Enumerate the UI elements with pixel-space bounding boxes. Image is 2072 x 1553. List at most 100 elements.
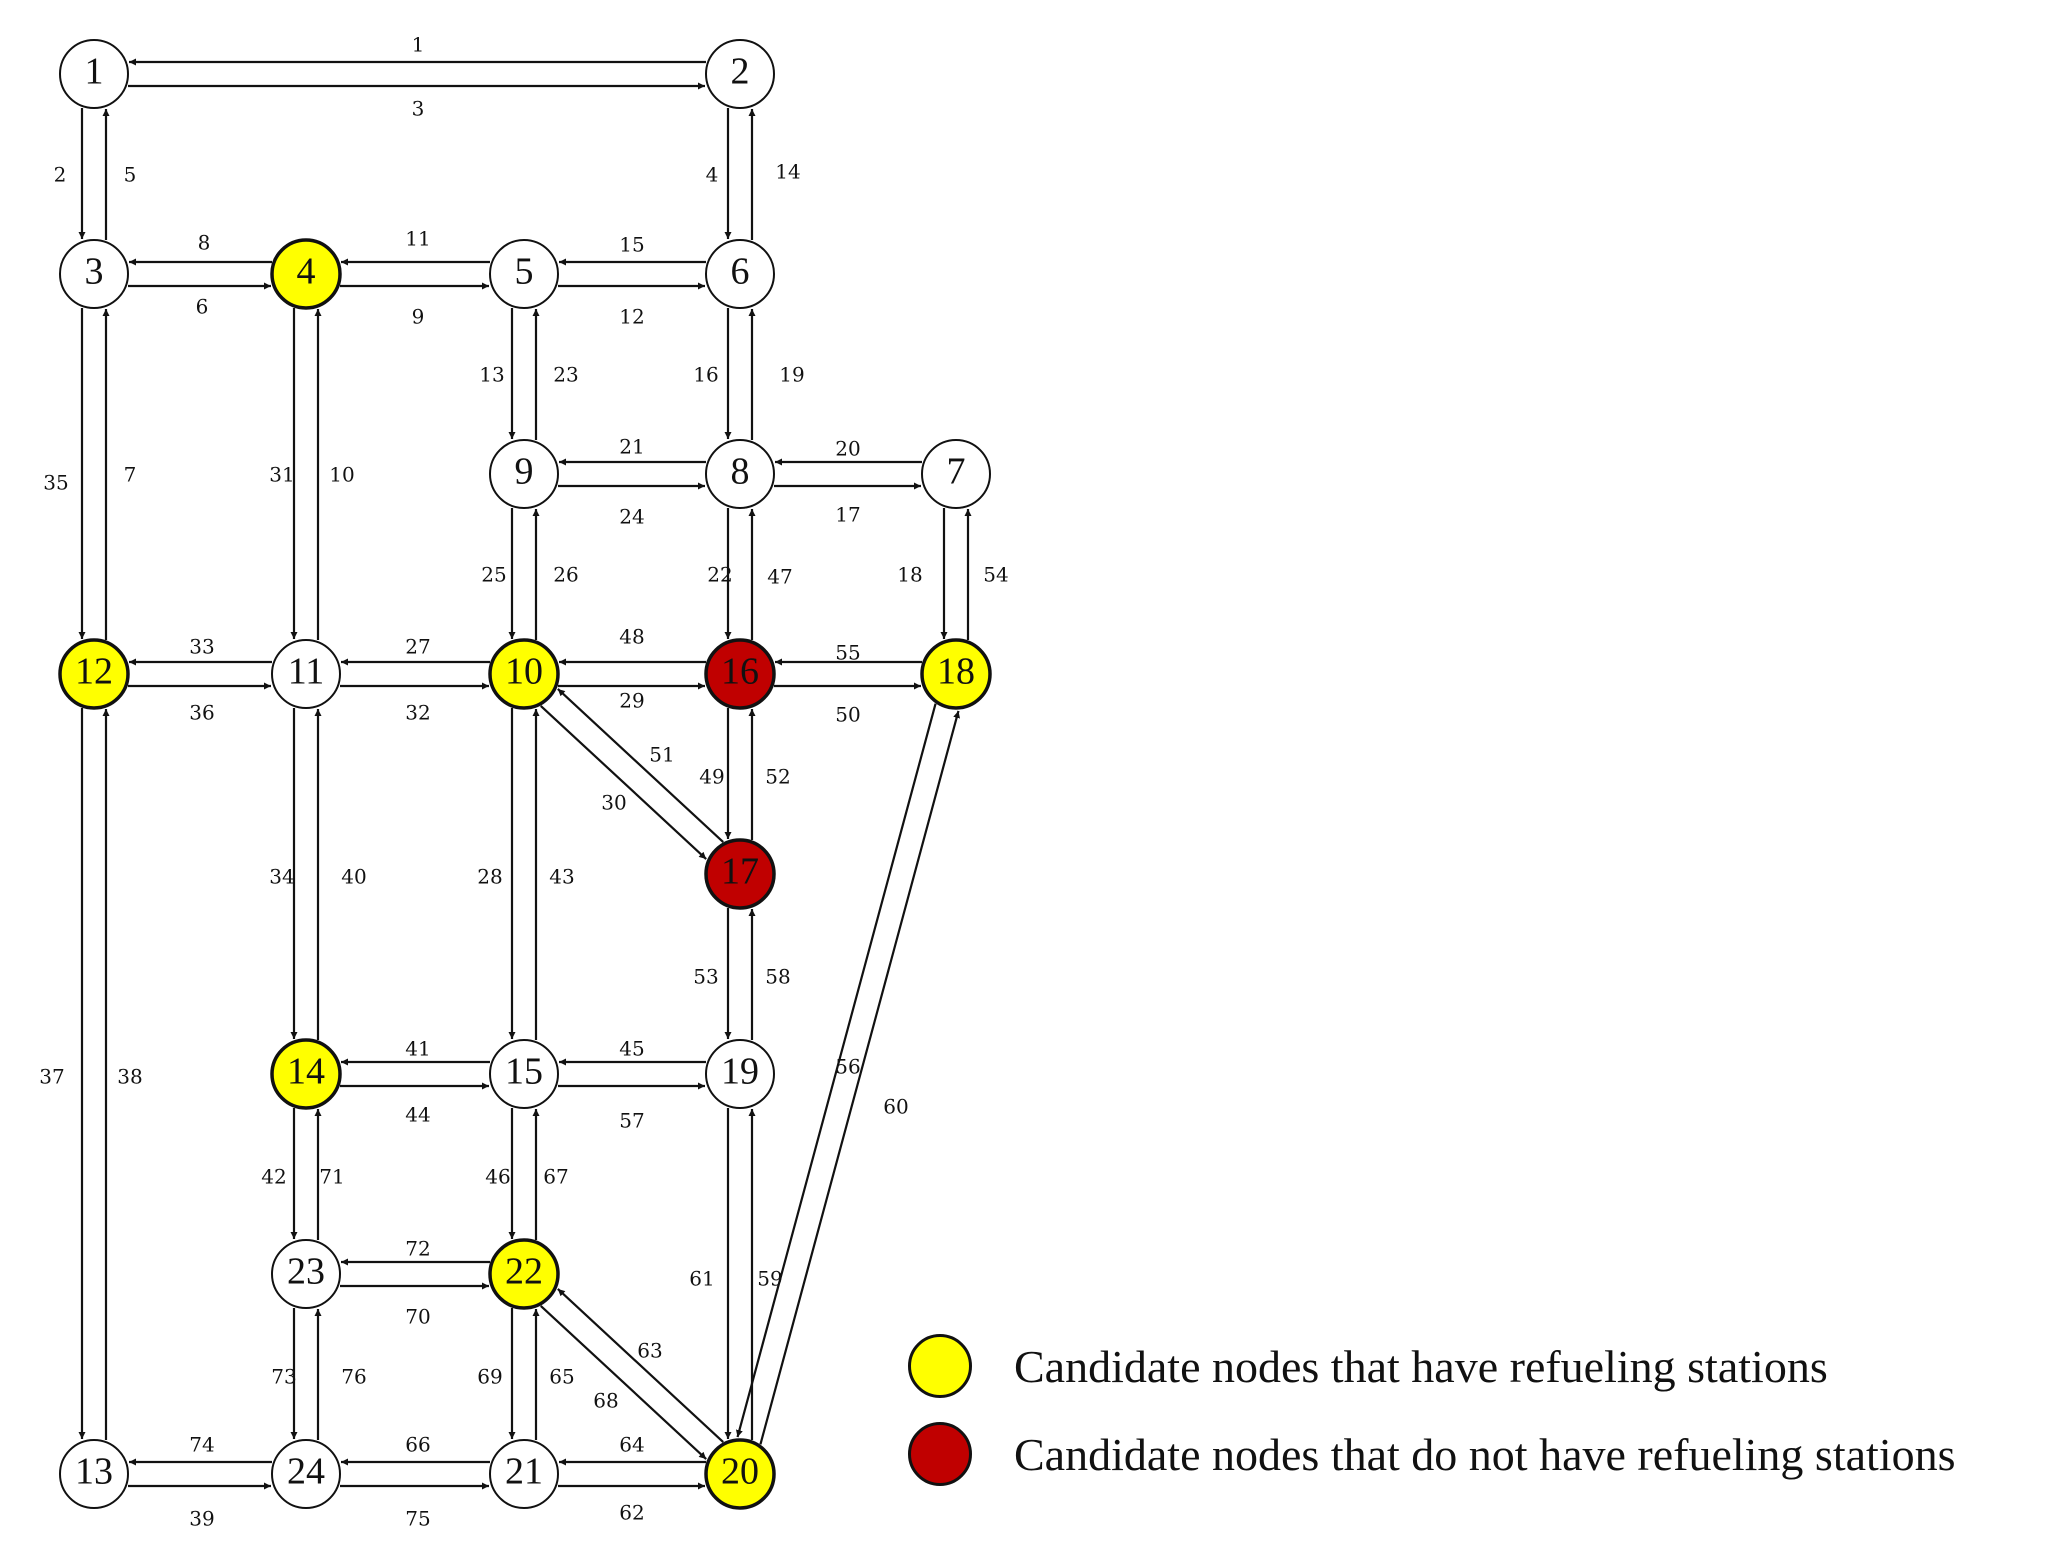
node-circle-19 <box>705 1039 775 1109</box>
edge-label-23: 23 <box>553 363 578 387</box>
edge-label-62: 62 <box>619 1501 644 1525</box>
node-13: 13 <box>59 1439 129 1509</box>
edge-label-47: 47 <box>767 565 792 589</box>
edge-label-16: 16 <box>693 363 718 387</box>
node-label-12: 12 <box>75 651 113 693</box>
edge-label-1: 1 <box>412 33 425 57</box>
edge-label-37: 37 <box>39 1065 64 1089</box>
edge-label-13: 13 <box>479 363 504 387</box>
edge-label-26: 26 <box>553 563 578 587</box>
edge-label-55: 55 <box>835 641 860 665</box>
node-10: 10 <box>488 638 560 710</box>
node-label-9: 9 <box>515 451 534 493</box>
node-label-16: 16 <box>721 651 759 693</box>
edge-label-21: 21 <box>619 435 644 459</box>
edge-label-14: 14 <box>775 160 800 184</box>
edge-label-63: 63 <box>637 1339 662 1363</box>
edge-label-56: 56 <box>835 1055 860 1079</box>
edge-label-69: 69 <box>477 1365 502 1389</box>
node-label-21: 21 <box>505 1451 543 1493</box>
node-circle-7 <box>921 439 991 509</box>
edge-label-42: 42 <box>261 1165 286 1189</box>
edge-label-11: 11 <box>405 227 430 251</box>
node-label-8: 8 <box>731 451 750 493</box>
node-label-6: 6 <box>731 251 750 293</box>
edge-label-20: 20 <box>835 437 860 461</box>
node-label-10: 10 <box>505 651 543 693</box>
node-label-24: 24 <box>287 1451 325 1493</box>
edge-label-17: 17 <box>835 503 860 527</box>
node-1: 1 <box>59 39 129 109</box>
edge-label-10: 10 <box>329 463 354 487</box>
edge-label-22: 22 <box>707 563 732 587</box>
node-label-23: 23 <box>287 1251 325 1293</box>
edge-label-34: 34 <box>269 865 294 889</box>
edge-label-43: 43 <box>549 865 574 889</box>
node-2: 2 <box>705 39 775 109</box>
edge-label-59: 59 <box>757 1267 782 1291</box>
edges-layer <box>78 58 972 1490</box>
node-circle-13 <box>59 1439 129 1509</box>
edge-label-25: 25 <box>481 563 506 587</box>
edge-label-7: 7 <box>124 463 137 487</box>
edge-label-53: 53 <box>693 965 718 989</box>
node-22: 22 <box>488 1238 560 1310</box>
edge-label-75: 75 <box>405 1507 430 1531</box>
edge-label-76: 76 <box>341 1365 366 1389</box>
edge-label-33: 33 <box>189 635 214 659</box>
node-18: 18 <box>920 638 992 710</box>
node-24: 24 <box>271 1439 341 1509</box>
node-circle-3 <box>59 239 129 309</box>
edge-label-58: 58 <box>765 965 790 989</box>
edge-label-57: 57 <box>619 1109 644 1133</box>
node-circle-11 <box>271 639 341 709</box>
node-label-17: 17 <box>721 851 759 893</box>
edge-label-48: 48 <box>619 625 644 649</box>
node-11: 11 <box>271 639 341 709</box>
edge-label-27: 27 <box>405 635 430 659</box>
edge-arrow-56 <box>735 703 937 1438</box>
edge-arrow-51 <box>557 688 724 843</box>
edge-label-2: 2 <box>54 163 67 187</box>
edge-label-12: 12 <box>619 305 644 329</box>
edge-arrow-60 <box>759 710 961 1445</box>
node-circle-12 <box>58 638 130 710</box>
node-8: 8 <box>705 439 775 509</box>
legend-item-with-station: Candidate nodes that have refueling stat… <box>908 1322 1956 1410</box>
edge-label-70: 70 <box>405 1305 430 1329</box>
legend-label: Candidate nodes that have refueling stat… <box>1014 1340 1828 1392</box>
node-circle-14 <box>270 1038 342 1110</box>
edge-label-64: 64 <box>619 1433 644 1457</box>
edge-label-68: 68 <box>593 1389 618 1413</box>
node-21: 21 <box>489 1439 559 1509</box>
node-circle-1 <box>59 39 129 109</box>
legend-label: Candidate nodes that do not have refueli… <box>1014 1428 1956 1480</box>
node-circle-4 <box>270 238 342 310</box>
node-label-19: 19 <box>721 1051 759 1093</box>
edge-label-28: 28 <box>477 865 502 889</box>
edge-label-9: 9 <box>412 305 425 329</box>
node-label-3: 3 <box>85 251 104 293</box>
node-12: 12 <box>58 638 130 710</box>
edge-label-8: 8 <box>198 231 211 255</box>
edge-label-6: 6 <box>196 295 209 319</box>
node-circle-6 <box>705 239 775 309</box>
node-circle-8 <box>705 439 775 509</box>
node-6: 6 <box>705 239 775 309</box>
node-label-2: 2 <box>731 51 750 93</box>
edge-label-50: 50 <box>835 703 860 727</box>
legend: Candidate nodes that have refueling stat… <box>908 1322 1956 1498</box>
edge-label-54: 54 <box>983 563 1008 587</box>
node-19: 19 <box>705 1039 775 1109</box>
edge-label-73: 73 <box>271 1365 296 1389</box>
edge-label-35: 35 <box>43 471 68 495</box>
node-circle-2 <box>705 39 775 109</box>
node-circle-9 <box>489 439 559 509</box>
edge-label-3: 3 <box>412 97 425 121</box>
edge-label-32: 32 <box>405 701 430 725</box>
node-3: 3 <box>59 239 129 309</box>
node-7: 7 <box>921 439 991 509</box>
edge-label-38: 38 <box>117 1065 142 1089</box>
node-15: 15 <box>489 1039 559 1109</box>
